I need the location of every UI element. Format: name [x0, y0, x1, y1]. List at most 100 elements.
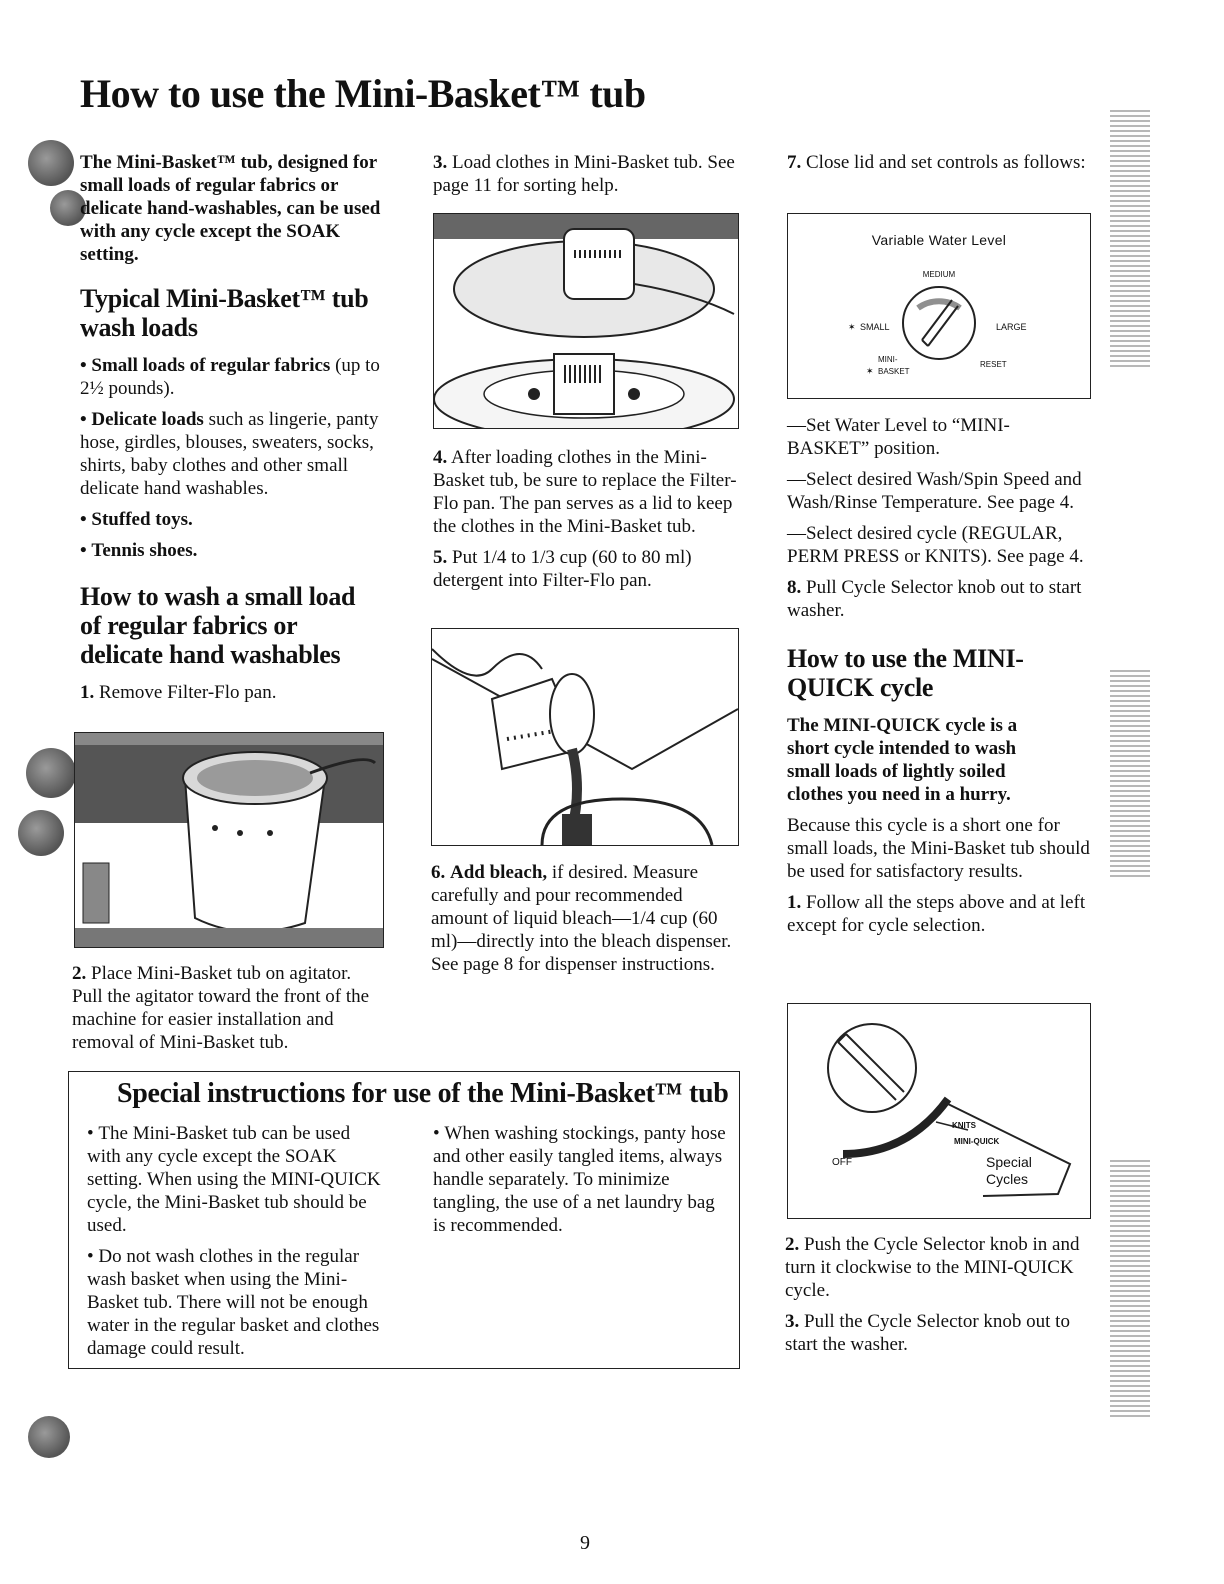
water-level-large-label: LARGE [996, 322, 1027, 332]
water-level-mini-label: MINI- [878, 355, 898, 364]
step-7-number: 7. [787, 152, 802, 173]
binder-hole-bottom [28, 1416, 70, 1458]
step-2-block: 2. Place Mini-Basket tub on agitator. Pu… [72, 962, 382, 1062]
step-6-label: Add bleach, [450, 862, 548, 883]
wash-small-load-heading: How to wash a small load of regular fabr… [80, 582, 356, 669]
cycle-selector-panel: KNITS MINI-QUICK OFF Special Cycles [787, 1003, 1091, 1219]
special-right-column: When washing stockings, panty hose and o… [433, 1122, 727, 1245]
mini-quick-step-3: 3. Pull the Cycle Selector knob out to s… [785, 1310, 1087, 1356]
special-bullet-3: When washing stockings, panty hose and o… [433, 1122, 727, 1237]
steps-4-5-block: 4. After loading clothes in the Mini-Bas… [433, 446, 741, 600]
step-2-text: Place Mini-Basket tub on agitator. Pull … [72, 963, 370, 1053]
asterisk-icon: ✶ [848, 322, 856, 332]
step-7-block: 7. Close lid and set controls as follows… [787, 151, 1087, 182]
step-4-number: 4. [433, 447, 448, 468]
special-instructions-box: Special instructions for use of the Mini… [68, 1071, 740, 1369]
mini-quick-step-3-text: Pull the Cycle Selector knob out to star… [785, 1311, 1070, 1355]
step-1: 1. Remove Filter-Flo pan. [80, 681, 390, 704]
binder-hole-upper-mid [50, 190, 86, 226]
special-instructions-heading: Special instructions for use of the Mini… [117, 1078, 729, 1109]
column-left: The Mini-Basket™ tub, designed for small… [80, 151, 390, 712]
water-level-panel: Variable Water Level MEDIUM ✶ SMALL LARG… [787, 213, 1091, 399]
step-1-number: 1. [80, 682, 95, 703]
mini-quick-step-2-number: 2. [785, 1234, 800, 1255]
step-8-text: Pull Cycle Selector knob out to start wa… [787, 577, 1082, 621]
cycle-knits-label: KNITS [952, 1121, 976, 1130]
mini-quick-step-3-number: 3. [785, 1311, 800, 1332]
asterisk-icon-2: ✶ [866, 366, 874, 376]
step-2-number: 2. [72, 963, 87, 984]
water-level-dial-icon[interactable] [894, 278, 984, 368]
binder-hole-top [28, 140, 74, 186]
water-level-small-label: SMALL [860, 322, 890, 332]
mini-quick-step-1: 1. Follow all the steps above and at lef… [787, 891, 1091, 937]
binder-hole-middle-2 [18, 810, 64, 856]
special-left-column: The Mini-Basket tub can be used with any… [87, 1122, 387, 1368]
step-7: 7. Close lid and set controls as follows… [787, 151, 1087, 174]
mini-quick-body: Because this cycle is a short one for sm… [787, 815, 1090, 882]
load-item-delicate-detail: such as lingerie, panty hose, girdles, b… [80, 409, 379, 499]
step-2: 2. Place Mini-Basket tub on agitator. Pu… [72, 962, 382, 1054]
step-5-text: Put 1/4 to 1/3 cup (60 to 80 ml) deterge… [433, 547, 692, 591]
mini-quick-steps-2-3-block: 2. Push the Cycle Selector knob in and t… [785, 1233, 1087, 1364]
special-bullet-2: Do not wash clothes in the regular wash … [87, 1245, 387, 1360]
binder-hole-middle [26, 748, 76, 798]
water-level-title: Variable Water Level [871, 232, 1007, 248]
mini-quick-step-1-number: 1. [787, 892, 802, 913]
water-level-medium-label: MEDIUM [922, 270, 956, 279]
setting-water-level: —Set Water Level to “MINI-BASKET” positi… [787, 415, 1010, 459]
typical-loads-heading: Typical Mini-Basket™ tub wash loads [80, 284, 369, 342]
step-6: 6. Add bleach, if desired. Measure caref… [431, 861, 741, 976]
step-5-number: 5. [433, 547, 448, 568]
step-5: 5. Put 1/4 to 1/3 cup (60 to 80 ml) dete… [433, 546, 741, 592]
step-4: 4. After loading clothes in the Mini-Bas… [433, 446, 741, 538]
cycle-mini-quick-label: MINI-QUICK [954, 1137, 1000, 1146]
mini-quick-step-2: 2. Push the Cycle Selector knob in and t… [785, 1233, 1087, 1302]
mini-quick-step-1-text: Follow all the steps above and at left e… [787, 892, 1086, 936]
illustration-loading-tub [434, 214, 738, 428]
step-6-text: if desired. Measure carefully and pour r… [431, 862, 732, 975]
intro-text: The Mini-Basket™ tub, designed for small… [80, 152, 381, 265]
mini-quick-step-2-text: Push the Cycle Selector knob in and turn… [785, 1234, 1080, 1301]
load-item-regular-detail: (up to 2½ pounds). [80, 355, 380, 399]
scan-edge-artifact-2 [1110, 670, 1150, 880]
cycle-selector-knob-icon[interactable] [788, 1004, 1090, 1218]
load-item-regular-label: Small loads of regular fabrics [80, 355, 330, 376]
page-number: 9 [580, 1532, 590, 1554]
mini-quick-heading: How to use the MINI-QUICK cycle [787, 644, 1024, 702]
setting-cycle: —Select desired cycle (REGULAR, PERM PRE… [787, 523, 1084, 567]
load-item-toys: Stuffed toys. [80, 508, 390, 531]
step-3-number: 3. [433, 152, 448, 173]
step-3-text: Load clothes in Mini-Basket tub. See pag… [433, 152, 735, 196]
cycle-cycles-label: Cycles [986, 1171, 1029, 1187]
step-1-text: Remove Filter-Flo pan. [99, 682, 277, 703]
step-8-number: 8. [787, 577, 802, 598]
illustration-pouring-measuring-cup [432, 629, 738, 845]
special-bullet-1: The Mini-Basket tub can be used with any… [87, 1122, 387, 1237]
step-4-text: After loading clothes in the Mini-Basket… [433, 447, 737, 537]
page-title: How to use the Mini-Basket™ tub [80, 71, 646, 116]
photo-remove-filter-flo-pan [74, 732, 384, 948]
step-6-block: 6. Add bleach, if desired. Measure caref… [431, 861, 741, 984]
illustration-mini-basket-tub [75, 733, 383, 947]
scan-edge-artifact-3 [1110, 1160, 1150, 1420]
photo-load-clothes [433, 213, 739, 429]
load-item-regular: Small loads of regular fabrics (up to 2½… [80, 354, 390, 400]
settings-block: —Set Water Level to “MINI-BASKET” positi… [787, 414, 1091, 945]
mini-quick-lead: The MINI-QUICK cycle is a short cycle in… [787, 715, 1018, 805]
step-6-number: 6. [431, 862, 446, 883]
step-7-text: Close lid and set controls as follows: [806, 152, 1086, 173]
cycle-off-label: OFF [832, 1157, 852, 1168]
cycle-special-label: Special [986, 1154, 1032, 1170]
step-3: 3. Load clothes in Mini-Basket tub. See … [433, 151, 743, 197]
step-8: 8. Pull Cycle Selector knob out to start… [787, 576, 1091, 622]
photo-pour-detergent [431, 628, 739, 846]
water-level-basket-label: BASKET [878, 367, 910, 376]
load-item-delicate-label: Delicate loads [80, 409, 204, 430]
scan-edge-artifact-1 [1110, 110, 1150, 370]
load-item-shoes: Tennis shoes. [80, 539, 390, 562]
load-item-delicate: Delicate loads such as lingerie, panty h… [80, 408, 390, 500]
step-3-block: 3. Load clothes in Mini-Basket tub. See … [433, 151, 743, 205]
water-level-reset-label: RESET [980, 360, 1007, 369]
setting-speed-temperature: —Select desired Wash/Spin Speed and Wash… [787, 469, 1082, 513]
